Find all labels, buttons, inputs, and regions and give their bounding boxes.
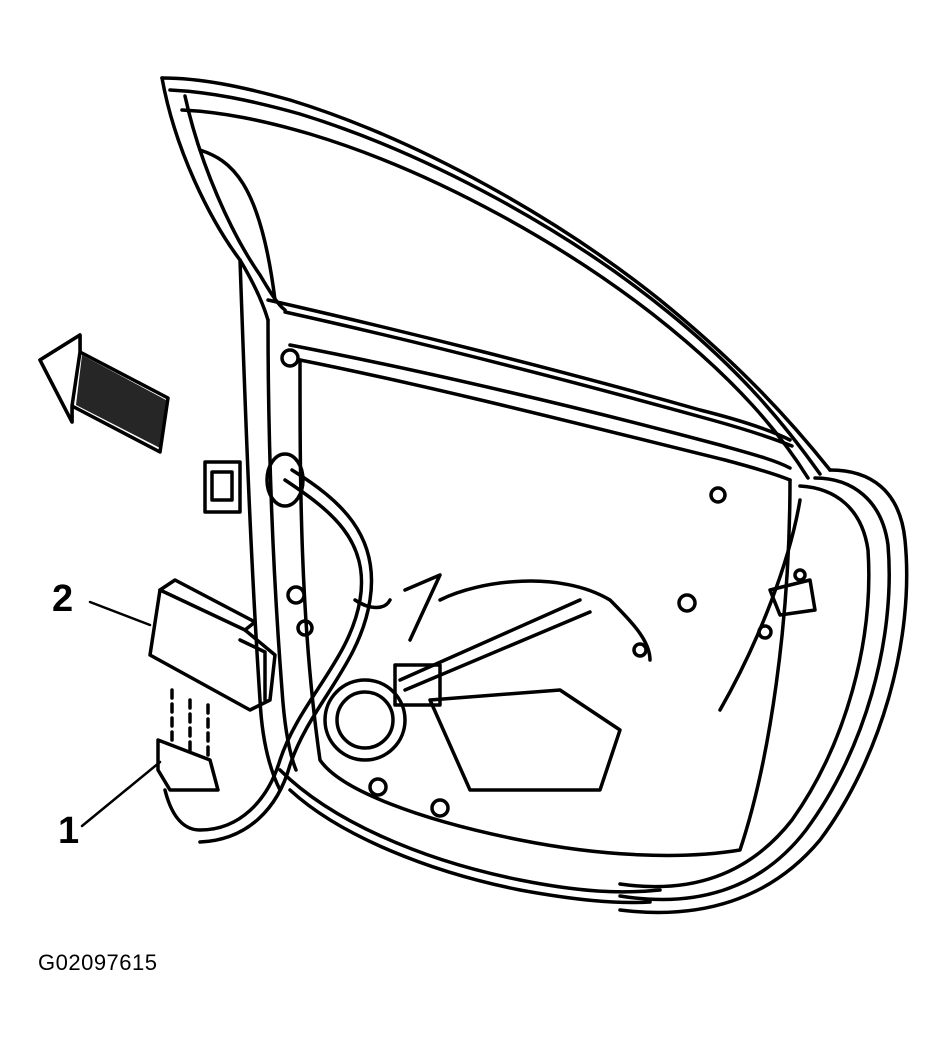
left-connector-2	[210, 470, 234, 502]
hole-10	[793, 568, 807, 582]
latch-rod	[398, 598, 582, 682]
inner-panel-outline	[298, 358, 792, 858]
window-frame-inner-1	[168, 88, 822, 476]
control-module-face	[158, 578, 257, 632]
door-shell-right-3	[618, 484, 871, 889]
hole-2	[296, 619, 314, 637]
window-belt-line	[266, 298, 792, 442]
door-shell-right-1	[618, 468, 909, 915]
zigzag-rod	[403, 573, 442, 642]
latch-module	[428, 688, 622, 792]
connector-body	[393, 663, 442, 707]
window-belt-line-3	[288, 343, 792, 470]
leader-line-1	[80, 760, 162, 828]
callout-1-label: 1	[58, 810, 80, 852]
hole-6	[632, 642, 648, 658]
figure-id: G02097615	[38, 950, 158, 975]
door-left-edge-2	[266, 318, 298, 772]
window-frame-outer	[160, 76, 832, 472]
front-direction-arrow	[38, 333, 170, 454]
hinge-detail	[768, 578, 817, 617]
glass-left-edge-2	[183, 94, 287, 312]
access-hole-upper	[265, 452, 305, 508]
hole-7	[280, 348, 300, 368]
window-belt-line-4	[298, 358, 792, 482]
door-left-edge	[238, 258, 282, 792]
latch-rod-2	[403, 610, 592, 692]
wiring-harness-2	[198, 468, 374, 844]
window-belt-line-2	[283, 310, 794, 448]
control-module-edge	[238, 638, 267, 702]
access-hole-large	[323, 678, 407, 762]
door-shell-bottom	[278, 768, 662, 894]
left-connector	[203, 460, 242, 514]
door-shell-bottom-2	[288, 788, 652, 905]
wiring-branch	[353, 598, 392, 610]
wiring-harness	[163, 478, 364, 832]
hole-8	[709, 486, 727, 504]
hole-4	[430, 798, 450, 818]
door-shell-right-2	[618, 476, 891, 902]
window-frame-inner-3	[198, 148, 277, 302]
leader-line-2	[88, 600, 152, 627]
window-frame-inner-2	[180, 108, 810, 480]
access-hole-inner	[335, 690, 395, 750]
hole-5	[677, 593, 697, 613]
hole-3	[368, 777, 388, 797]
callout-2-label: 2	[52, 578, 74, 620]
glass-left-edge	[160, 76, 270, 322]
hole-1	[286, 585, 306, 605]
latch-module-top	[438, 579, 652, 662]
hinge-line	[718, 498, 802, 712]
